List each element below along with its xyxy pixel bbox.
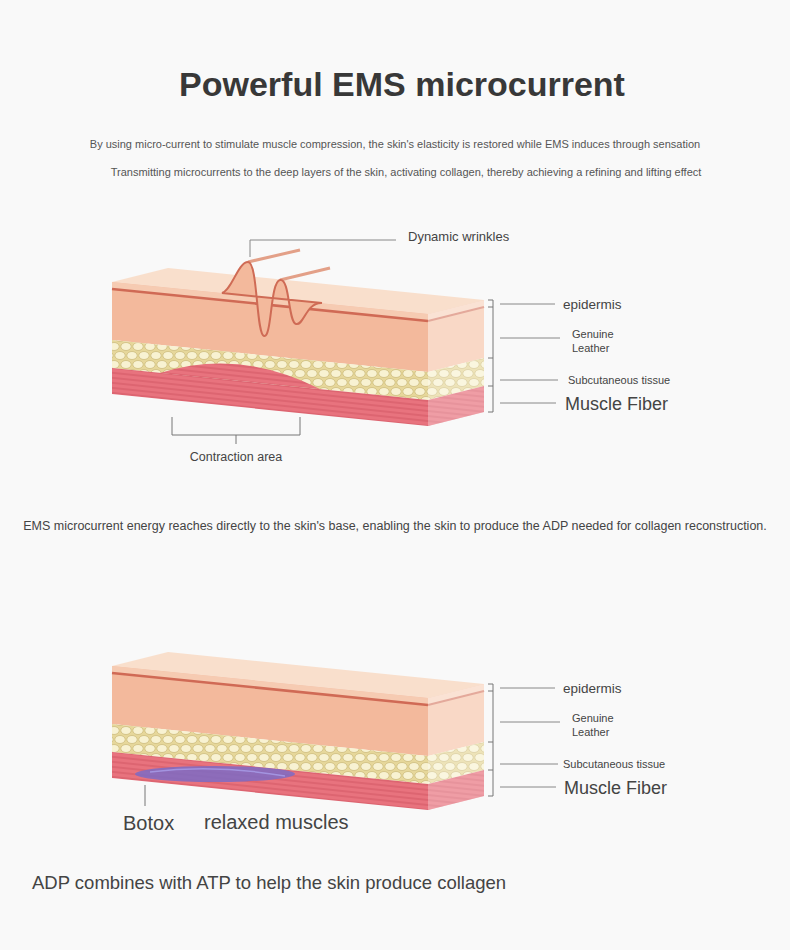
skin-block bbox=[112, 268, 560, 426]
layer-label: Muscle Fiber bbox=[564, 777, 667, 800]
layer-label: Genuine Leather bbox=[572, 327, 624, 356]
subtitle-text: By using micro-current to stimulate musc… bbox=[90, 137, 700, 151]
layer-label: Subcutaneous tissue bbox=[563, 757, 665, 771]
layer-label: epidermis bbox=[563, 680, 622, 698]
callout-label: Botox bbox=[123, 810, 174, 836]
layer-label: Muscle Fiber bbox=[565, 393, 668, 416]
leader-line bbox=[145, 785, 146, 806]
wrinkle-fold bbox=[248, 250, 330, 280]
note-text: ADP combines with ATP to help the skin p… bbox=[32, 871, 506, 895]
layer-label: Subcutaneous tissue bbox=[568, 373, 670, 387]
contracted-muscle bbox=[160, 364, 320, 389]
layer-label: epidermis bbox=[563, 296, 622, 314]
callout-label: Dynamic wrinkles bbox=[408, 229, 509, 246]
callout-label: relaxed muscles bbox=[204, 809, 349, 835]
layer-label: Genuine Leather bbox=[572, 711, 624, 740]
contraction-bracket bbox=[172, 417, 300, 444]
dynamic-wrinkle bbox=[222, 262, 322, 336]
skin-block bbox=[112, 652, 560, 810]
title-text: Powerful EMS microcurrent bbox=[179, 62, 625, 106]
botox-streak bbox=[150, 769, 285, 776]
callout-label: Contraction area bbox=[190, 449, 282, 465]
subtitle-text: Transmitting microcurrents to the deep l… bbox=[111, 165, 702, 179]
botox-area bbox=[135, 766, 295, 782]
note-text: EMS microcurrent energy reaches directly… bbox=[15, 518, 775, 534]
leader-line bbox=[250, 240, 396, 257]
